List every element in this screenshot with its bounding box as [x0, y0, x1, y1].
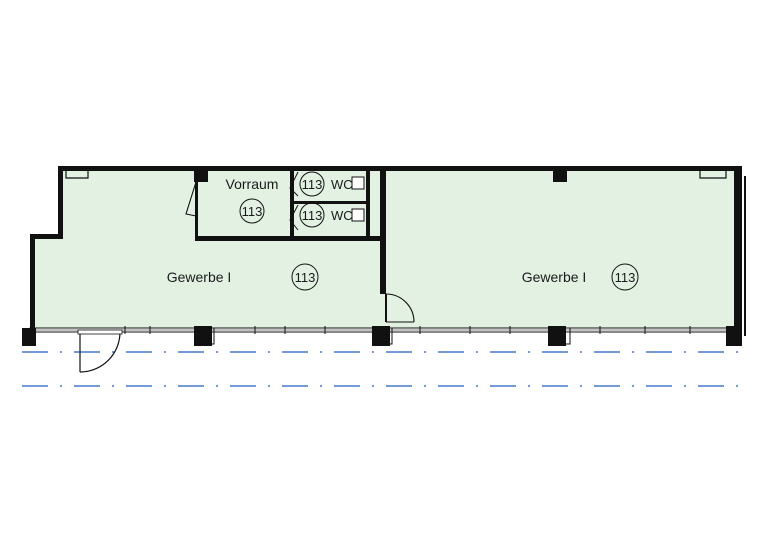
vorraum-name: Vorraum: [226, 176, 279, 192]
exterior-walls: [30, 166, 746, 336]
room-labels: Vorraum 113 113 WC 113 WC Gewerbe I 113 …: [167, 171, 639, 291]
gewerbe-left-number: 113: [295, 270, 316, 285]
gewerbe-right-name: Gewerbe I: [522, 269, 587, 285]
entrance-door: [77, 329, 123, 373]
wc-bottom-number-circle: [299, 202, 325, 228]
wc-fixtures: [351, 176, 365, 222]
wc-bottom-number: 113: [302, 208, 323, 223]
gewerbe-left-name: Gewerbe I: [167, 269, 232, 285]
vorraum-door: [185, 181, 197, 217]
interior-walls: [194, 168, 567, 294]
wc-bottom-name: WC: [331, 208, 353, 223]
wc-top-number-circle: [299, 171, 325, 197]
wc-doors: [289, 171, 299, 231]
vorraum-number: 113: [242, 204, 263, 219]
column: [372, 326, 390, 346]
column: [22, 328, 36, 346]
column: [548, 326, 566, 346]
gewerbe-right-number-circle: [611, 263, 639, 291]
gewerbe-left-number-circle: [291, 263, 319, 291]
gewerbe-right-number: 113: [615, 270, 636, 285]
toilet-icon: [351, 208, 365, 222]
interior-door: [385, 293, 415, 323]
column: [726, 326, 742, 346]
wc-top-name: WC: [331, 177, 353, 192]
vorraum-number-circle: [239, 198, 265, 224]
column: [194, 326, 212, 346]
toilet-icon: [351, 176, 365, 190]
facade-window-band: [22, 326, 742, 346]
axis-lines: [22, 351, 748, 387]
wc-top-number: 113: [302, 177, 323, 192]
